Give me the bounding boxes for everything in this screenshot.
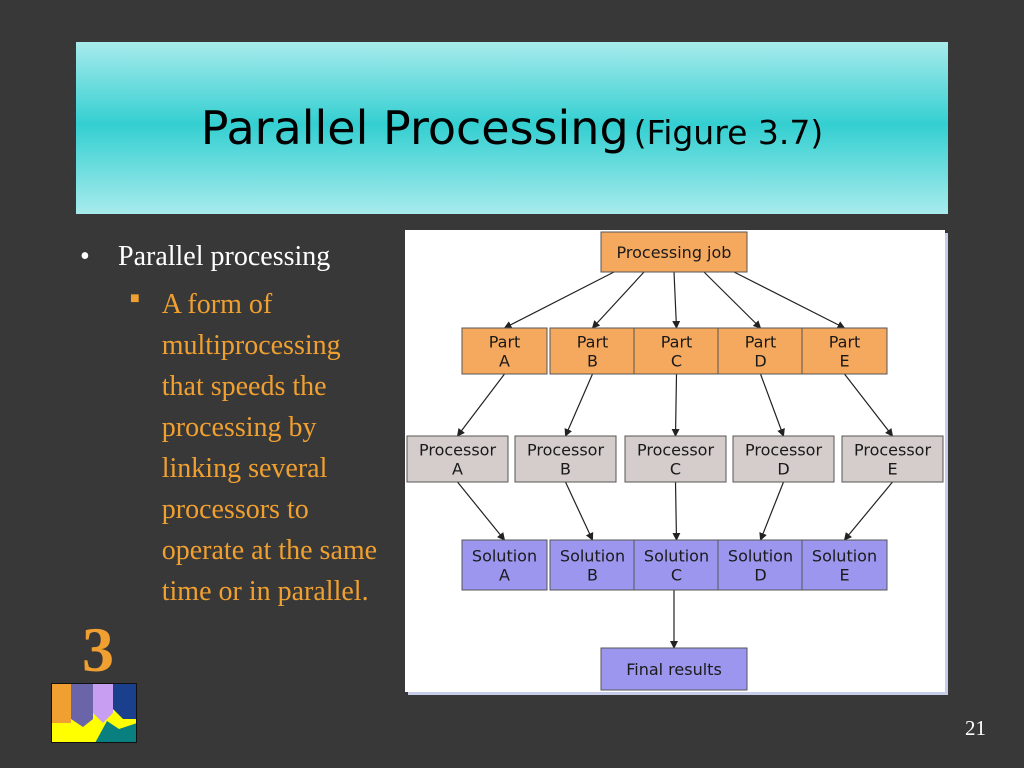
solution-box-label: Solution <box>728 547 793 566</box>
processor-box-label: E <box>887 460 897 479</box>
processor-box-label: B <box>560 460 571 479</box>
part-box-label: C <box>671 352 682 371</box>
arrow-processor-to-solution <box>672 481 681 541</box>
arrow-processor-to-solution <box>457 481 506 541</box>
slide-title: Parallel Processing (Figure 3.7) <box>201 101 823 155</box>
title-banner: Parallel Processing (Figure 3.7) <box>76 42 948 214</box>
part-box-label: Part <box>661 333 693 352</box>
part-box-label: E <box>839 352 849 371</box>
arrow-job-to-part <box>672 271 681 329</box>
solution-box-label: Solution <box>472 547 537 566</box>
arrow-part-to-processor <box>671 373 680 437</box>
part-box-label: Part <box>829 333 861 352</box>
arrow-processor-to-solution <box>564 481 594 541</box>
solution-box-label: A <box>499 566 510 585</box>
final-results-box-label: Final results <box>626 660 722 679</box>
part-box-label: Part <box>577 333 609 352</box>
final-results-box: Final results <box>600 647 748 691</box>
arrow-part-to-processor <box>759 373 785 437</box>
solution-box-label: Solution <box>644 547 709 566</box>
processor-box-label: Processor <box>854 441 931 460</box>
flow-nodes: Processing jobPartAPartBPartCPartDPartEP… <box>406 231 944 691</box>
solution-box-label: Solution <box>560 547 625 566</box>
bullet-definition-text: A form of multiprocessing that speeds th… <box>161 289 378 607</box>
processor-box-label: A <box>452 460 463 479</box>
solution-box-label: D <box>754 566 766 585</box>
page-number: 21 <box>965 716 986 740</box>
arrow-part-to-processor <box>564 373 594 437</box>
arrow-processor-to-solution <box>843 481 893 541</box>
processing-job-box: Processing job <box>600 231 748 273</box>
part-box-label: Part <box>489 333 521 352</box>
processing-job-box-label: Processing job <box>617 243 732 262</box>
arrow-part-to-processor <box>456 373 505 437</box>
title-main: Parallel Processing <box>200 101 629 155</box>
flow-arrows <box>456 271 894 649</box>
bullet-square-icon: ■ <box>130 290 140 307</box>
processor-box-label: Processor <box>637 441 714 460</box>
processor-box-label: D <box>777 460 789 479</box>
title-figure-ref: (Figure 3.7) <box>633 113 824 152</box>
solution-box-label: B <box>587 566 598 585</box>
arrow-job-to-part <box>503 271 615 329</box>
solution-box-label: E <box>839 566 849 585</box>
bullet-list: • Parallel processing ■ A form of multip… <box>80 238 385 612</box>
bullet-dot-icon: • <box>80 241 90 272</box>
bullet-item-level1: • Parallel processing <box>80 238 385 276</box>
bullet-item-level2: ■ A form of multiprocessing that speeds … <box>130 284 385 612</box>
course-logo-icon <box>51 683 137 743</box>
processor-box-label: C <box>670 460 681 479</box>
arrow-processor-to-solution <box>759 481 785 541</box>
part-box-label: A <box>499 352 510 371</box>
arrow-part-to-processor <box>844 373 894 437</box>
arrow-job-to-part <box>733 271 846 329</box>
arrow-job-to-part <box>703 271 762 329</box>
chapter-number: 3 <box>82 614 114 685</box>
arrow-job-to-part <box>591 271 645 329</box>
part-box-label: Part <box>745 333 777 352</box>
part-box-label: B <box>587 352 598 371</box>
bullet-text: Parallel processing <box>118 241 331 272</box>
solution-box-label: C <box>671 566 682 585</box>
part-box-label: D <box>754 352 766 371</box>
processor-box-label: Processor <box>419 441 496 460</box>
processor-box-label: Processor <box>745 441 822 460</box>
processor-box-label: Processor <box>527 441 604 460</box>
solution-box-label: Solution <box>812 547 877 566</box>
